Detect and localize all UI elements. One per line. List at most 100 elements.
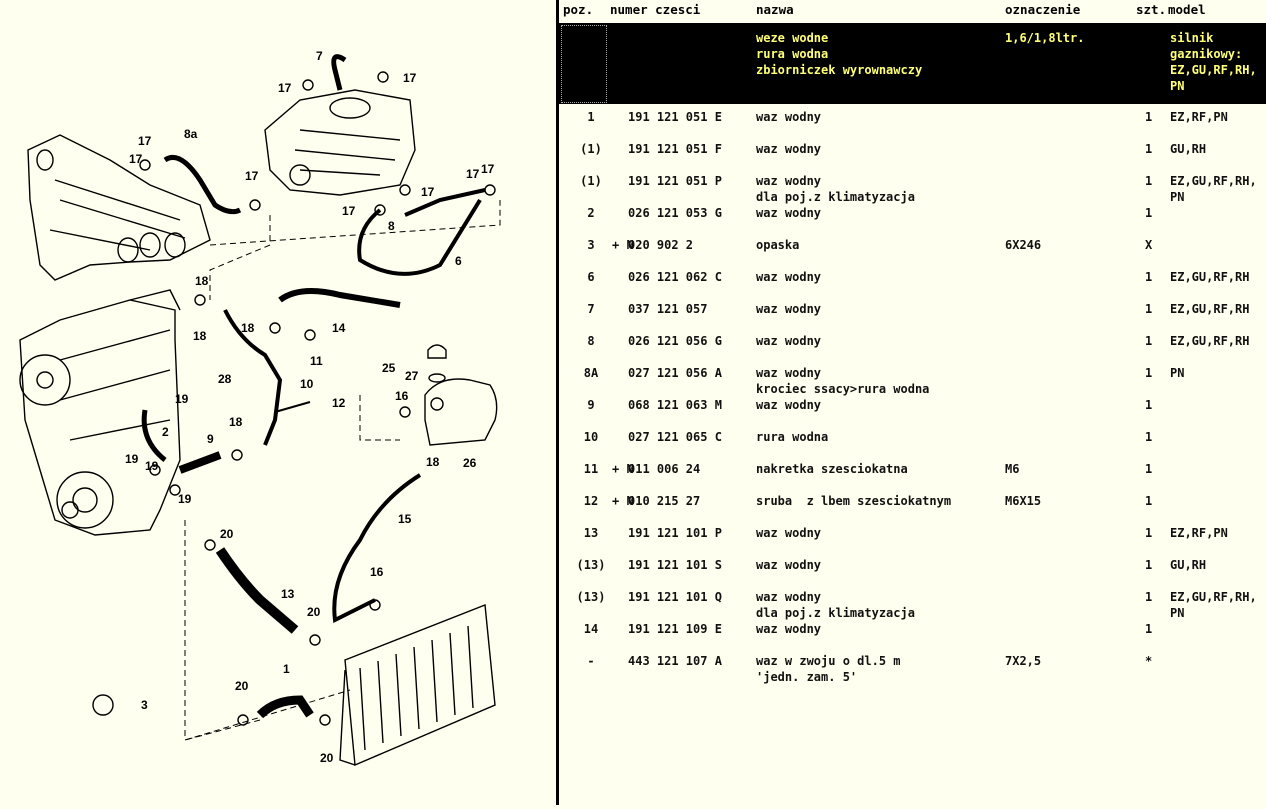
callout: 25: [382, 361, 396, 375]
row-model: PN: [1170, 606, 1185, 620]
table-row[interactable]: 9 068 121 063 M 1 waz wodny: [559, 397, 1266, 429]
callout: 6: [455, 254, 462, 268]
row-part-number: 026 121 056 G: [628, 334, 722, 348]
header-poz: poz.: [563, 2, 594, 17]
row-model: GU,RH: [1170, 142, 1207, 156]
row-poz: (13): [576, 558, 606, 572]
exploded-view-drawing: 7 17 17 17 8a 17 17 17 17 17 17 8 6 18 1…: [19, 49, 501, 767]
callout: 17: [129, 152, 143, 166]
group-model: gaznikowy:: [1170, 47, 1243, 61]
row-quantity: 1: [1145, 622, 1153, 636]
row-model: EZ,RF,PN: [1170, 110, 1228, 124]
row-quantity: 1: [1145, 398, 1153, 412]
row-quantity: 1: [1145, 302, 1153, 316]
row-model: EZ,GU,RF,RH,: [1170, 590, 1257, 604]
callout: 20: [307, 605, 321, 619]
row-quantity: *: [1145, 654, 1153, 668]
row-part-number: 026 121 062 C: [628, 270, 722, 284]
callout: 18: [195, 274, 209, 288]
row-poz: (13): [576, 590, 606, 604]
row-part-number: 191 121 051 F: [628, 142, 722, 156]
row-description: waz wodny: [756, 142, 822, 156]
row-description: opaska: [756, 238, 800, 252]
callout: 9: [207, 432, 214, 446]
row-part-number: 191 121 051 P: [628, 174, 722, 188]
row-description: waz wodny: [756, 398, 822, 412]
row-poz: 12: [583, 494, 599, 508]
callout: 3: [141, 698, 148, 712]
header-szt: szt.: [1136, 2, 1167, 17]
callout: 18: [193, 329, 207, 343]
row-poz: 11: [583, 462, 599, 476]
row-description: nakretka szesciokatna: [756, 462, 908, 476]
row-description: dla poj.z klimatyzacja: [756, 190, 915, 204]
callout: 19: [178, 492, 192, 506]
row-description: waz wodny: [756, 366, 822, 380]
group-line: zbiorniczek wyrownawczy: [756, 63, 923, 77]
row-poz: 2: [587, 206, 595, 220]
callout: 20: [220, 527, 234, 541]
row-description: waz wodny: [756, 558, 822, 572]
group-line: weze wodne: [756, 31, 829, 45]
group-header-row[interactable]: weze wodne rura wodna zbiorniczek wyrown…: [559, 24, 1266, 104]
callout: 15: [398, 512, 412, 526]
callout: 10: [300, 377, 314, 391]
row-description: waz wodny: [756, 110, 822, 124]
row-model: PN: [1170, 366, 1185, 380]
header-numer: numer czesci: [610, 2, 701, 17]
row-poz: (1): [580, 142, 602, 156]
callout: 12: [332, 396, 346, 410]
row-quantity: 1: [1145, 206, 1153, 220]
row-oznaczenie: 6X246: [1005, 238, 1042, 252]
callout: 17: [466, 167, 480, 181]
row-model: EZ,GU,RF,RH: [1170, 302, 1250, 316]
row-description: waz wodny: [756, 302, 822, 316]
callout: 11: [310, 354, 323, 368]
row-part-number: 068 121 063 M: [628, 398, 722, 412]
row-description: waz wodny: [756, 174, 822, 188]
table-row[interactable]: 2 026 121 053 G 1 waz wodny: [559, 205, 1266, 237]
row-poz: 6: [587, 270, 595, 284]
row-part-number: 010 215 27: [628, 494, 701, 508]
row-quantity: 1: [1145, 558, 1153, 572]
header-model: model: [1168, 2, 1206, 17]
pane-divider[interactable]: [556, 0, 559, 805]
callout-labels: 7 17 17 17 8a 17 17 17 17 17 17 8 6 18 1…: [125, 49, 495, 765]
row-description: waz w zwoju o dl.5 m: [756, 654, 901, 668]
row-description: 'jedn. zam. 5': [756, 670, 858, 684]
row-poz: 7: [587, 302, 595, 316]
callout: 19: [145, 459, 159, 473]
row-quantity: 1: [1145, 366, 1153, 380]
callout: 14: [332, 321, 346, 335]
row-poz: 8A: [583, 366, 599, 380]
row-description: dla poj.z klimatyzacja: [756, 606, 915, 620]
row-oznaczenie: 7X2,5: [1005, 654, 1042, 668]
row-quantity: 1: [1145, 494, 1153, 508]
row-model: EZ,GU,RF,RH,: [1170, 174, 1257, 188]
row-description: waz wodny: [756, 270, 822, 284]
row-part-number: 026 121 053 G: [628, 206, 722, 220]
row-poz: 3: [587, 238, 595, 252]
callout: 28: [218, 372, 232, 386]
row-description: waz wodny: [756, 206, 822, 220]
row-quantity: 1: [1145, 334, 1153, 348]
group-line: rura wodna: [756, 47, 829, 61]
row-poz: 9: [587, 398, 595, 412]
row-quantity: X: [1145, 238, 1153, 252]
